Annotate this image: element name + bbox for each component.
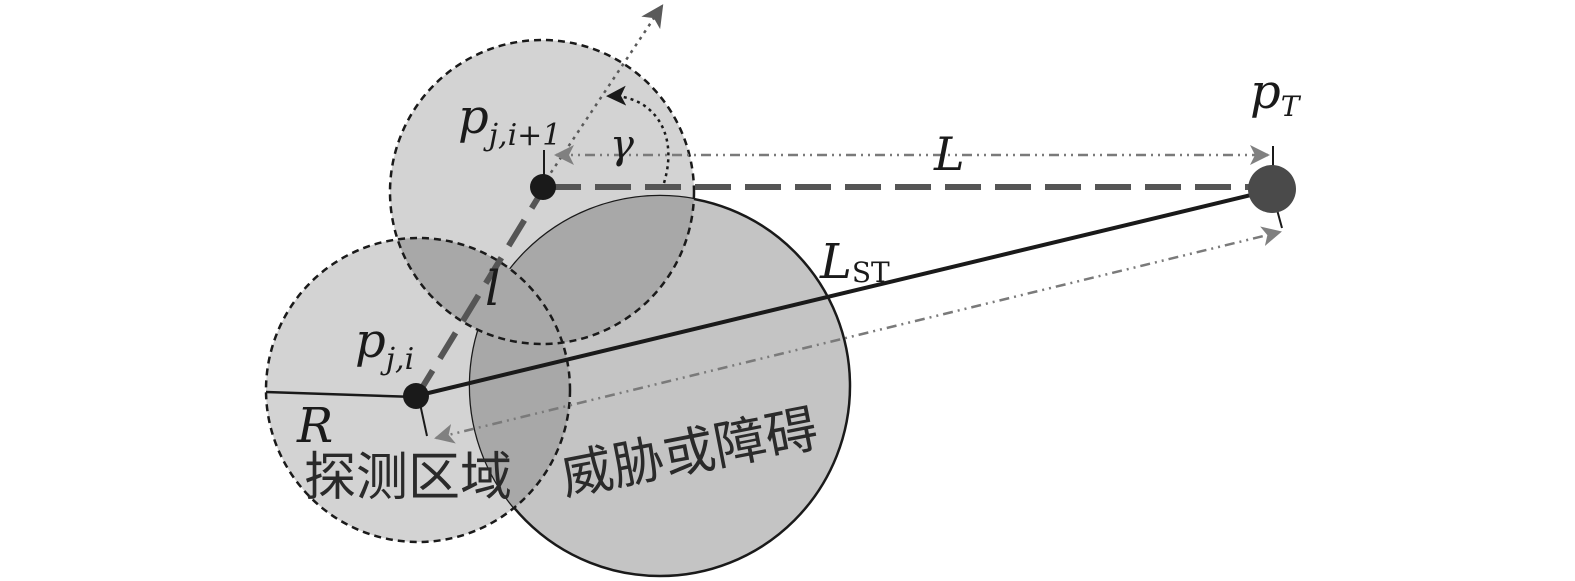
label-p-j-i-plus-1: pj,i+1 [458, 89, 561, 153]
step-segment-l [414, 186, 547, 398]
label-gamma: γ [610, 122, 634, 168]
label-R: R [296, 398, 333, 454]
label-l: l [485, 261, 500, 317]
label-detection-region: 探测区域 [304, 448, 512, 508]
label-p-T: pT [1250, 64, 1302, 123]
point-p-T [1248, 165, 1296, 213]
detection-circle-upper-outline [388, 38, 696, 346]
label-L-ST: LST [819, 234, 890, 290]
label-L: L [933, 127, 965, 181]
point-p-j-i-plus-1 [530, 174, 556, 200]
radius-line [265, 390, 417, 399]
point-p-j-i [403, 383, 429, 409]
label-p-j-i: pj,i [355, 313, 414, 377]
